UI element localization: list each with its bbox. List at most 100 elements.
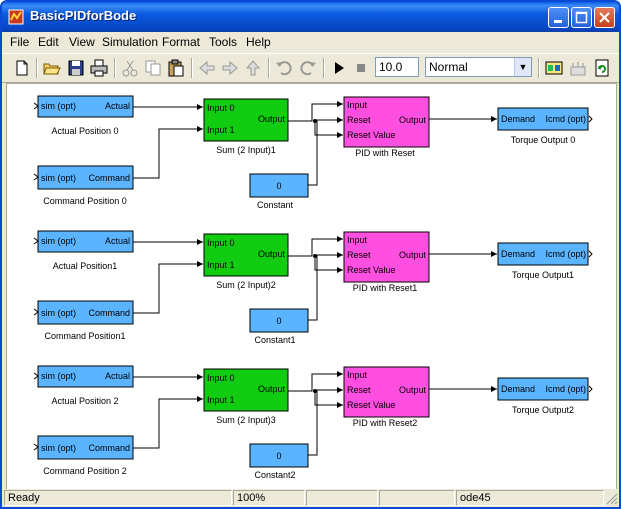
close-button[interactable] bbox=[594, 7, 615, 28]
print-icon[interactable] bbox=[89, 58, 109, 78]
signal-line[interactable] bbox=[308, 119, 343, 186]
input-port-icon bbox=[33, 102, 39, 110]
signal-line[interactable] bbox=[308, 254, 343, 321]
port-label: Input 0 bbox=[207, 103, 235, 113]
menu-simulation[interactable]: Simulation bbox=[102, 35, 159, 49]
constant-value: 0 bbox=[276, 181, 281, 191]
up-icon[interactable] bbox=[243, 58, 263, 78]
copy-icon[interactable] bbox=[143, 58, 163, 78]
simulation-mode-value: Normal bbox=[429, 60, 468, 74]
zoom-level: 100% bbox=[233, 490, 305, 506]
signal-line[interactable] bbox=[314, 256, 343, 271]
signal-line[interactable] bbox=[314, 391, 343, 406]
signal-line[interactable] bbox=[308, 389, 343, 456]
arrowhead bbox=[337, 402, 343, 408]
stop-time-input[interactable]: 10.0 bbox=[375, 57, 419, 77]
signal-line[interactable] bbox=[288, 103, 343, 122]
arrowhead bbox=[491, 386, 497, 392]
port-label: Output bbox=[258, 384, 286, 394]
undo-icon[interactable] bbox=[274, 58, 294, 78]
minimize-button[interactable] bbox=[548, 7, 569, 28]
block-label: Torque Output1 bbox=[512, 270, 574, 280]
block-label: Command Position1 bbox=[44, 331, 125, 341]
port-label: Reset bbox=[347, 385, 371, 395]
branch-point bbox=[313, 254, 317, 258]
menu-tools[interactable]: Tools bbox=[209, 35, 238, 49]
input-port-icon bbox=[33, 443, 39, 451]
new-icon[interactable] bbox=[12, 58, 32, 78]
port-label: Input 1 bbox=[207, 395, 235, 405]
port-label: sim (opt) bbox=[41, 308, 76, 318]
block-label: Actual Position 0 bbox=[51, 126, 118, 136]
menu-bar: File Edit View Simulation Format Tools H… bbox=[2, 32, 619, 52]
signal-line[interactable] bbox=[133, 398, 203, 449]
menu-view[interactable]: View bbox=[69, 35, 95, 49]
refresh-icon[interactable] bbox=[592, 58, 612, 78]
signal-line[interactable] bbox=[314, 121, 343, 136]
toolbar-separator bbox=[323, 58, 325, 78]
redo-icon[interactable] bbox=[298, 58, 318, 78]
block-label: PID with Reset2 bbox=[353, 418, 418, 428]
port-label: Icmd (opt) bbox=[545, 384, 586, 394]
open-icon[interactable] bbox=[42, 58, 62, 78]
block-label: Constant1 bbox=[254, 335, 295, 345]
port-label: Demand bbox=[501, 114, 535, 124]
save-icon[interactable] bbox=[66, 58, 86, 78]
signal-line[interactable] bbox=[288, 238, 343, 257]
resize-grip-icon[interactable] bbox=[605, 492, 618, 505]
forward-icon[interactable] bbox=[220, 58, 240, 78]
arrowhead bbox=[197, 239, 203, 245]
menu-file[interactable]: File bbox=[10, 35, 30, 49]
maximize-icon bbox=[575, 11, 588, 24]
port-label: Actual bbox=[105, 371, 130, 381]
back-icon[interactable] bbox=[197, 58, 217, 78]
block-body bbox=[343, 231, 430, 283]
output-port-icon bbox=[588, 250, 593, 258]
signal-line[interactable] bbox=[288, 373, 343, 392]
stop-icon[interactable] bbox=[351, 58, 371, 78]
paste-icon[interactable] bbox=[166, 58, 186, 78]
arrowhead bbox=[337, 267, 343, 273]
maximize-button[interactable] bbox=[571, 7, 592, 28]
menu-format[interactable]: Format bbox=[162, 35, 201, 49]
simulation-mode-select[interactable]: Normal ▼ bbox=[425, 57, 532, 77]
signal-line[interactable] bbox=[133, 263, 203, 314]
block-body bbox=[203, 98, 289, 142]
cut-icon[interactable] bbox=[120, 58, 140, 78]
build-icon[interactable] bbox=[568, 58, 588, 78]
block-label: PID with Reset1 bbox=[353, 283, 418, 293]
constant-value: 0 bbox=[276, 316, 281, 326]
chevron-down-icon[interactable]: ▼ bbox=[514, 58, 531, 76]
block-label: Torque Output 0 bbox=[511, 135, 576, 145]
toolbar: 10.0 Normal ▼ bbox=[2, 53, 619, 83]
library-browser-icon[interactable] bbox=[544, 58, 564, 78]
play-icon[interactable] bbox=[329, 58, 349, 78]
minimize-icon bbox=[554, 20, 562, 23]
menu-help[interactable]: Help bbox=[246, 35, 271, 49]
output-port-icon bbox=[588, 115, 593, 123]
block-label: Sum (2 Input)1 bbox=[216, 145, 276, 155]
title-bar[interactable]: BasicPIDforBode bbox=[2, 2, 619, 32]
signal-line[interactable] bbox=[133, 128, 203, 179]
menu-edit[interactable]: Edit bbox=[38, 35, 59, 49]
